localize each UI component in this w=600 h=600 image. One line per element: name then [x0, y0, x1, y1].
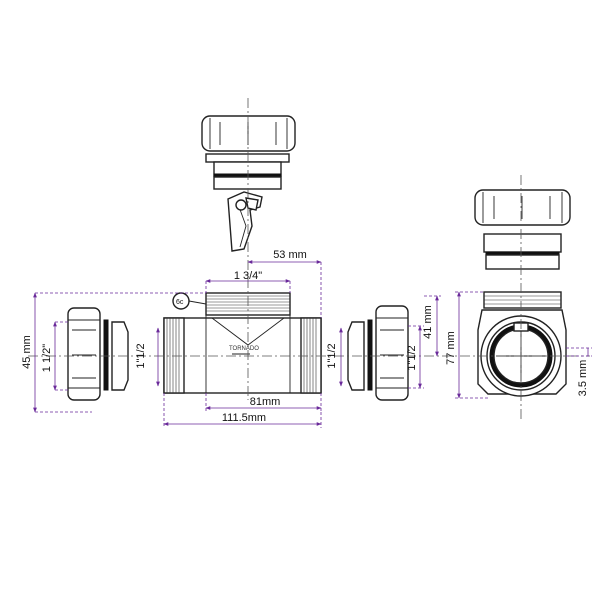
dim-right-inner: 1"1/2 [326, 343, 338, 368]
left-nut [67, 307, 101, 401]
dim-right-outer: 1"1/2 [406, 345, 418, 370]
dim-1-75-inch: 1 3/4" [234, 270, 262, 282]
callout-6c: 6c [172, 292, 207, 310]
dim-77mm: 77 mm [445, 331, 457, 365]
dim-1-5-inch: 1 1/2" [41, 344, 53, 372]
tee-body [163, 292, 322, 394]
dim-81mm: 81mm [250, 396, 281, 408]
end-view-adapter [483, 233, 562, 270]
left-seal-ring [103, 319, 109, 391]
dim-41mm: 41 mm [422, 305, 434, 339]
top-cap-nut [201, 115, 296, 152]
right-nut [375, 305, 409, 401]
dim-left-inner: 1"1/2 [135, 343, 147, 368]
end-view-body [477, 291, 567, 397]
right-seal-ring [367, 319, 373, 391]
check-flap [227, 191, 263, 252]
top-adapter [205, 153, 290, 190]
callout-label: 6c [176, 299, 184, 306]
end-view-cap-nut [474, 189, 571, 226]
dim-111-5mm: 111.5mm [222, 412, 266, 424]
dim-3-5mm: 3.5 mm [577, 360, 589, 397]
dim-53mm: 53 mm [273, 249, 307, 261]
body-marking: TORNADO [229, 346, 259, 352]
dim-45mm: 45 mm [21, 335, 33, 369]
